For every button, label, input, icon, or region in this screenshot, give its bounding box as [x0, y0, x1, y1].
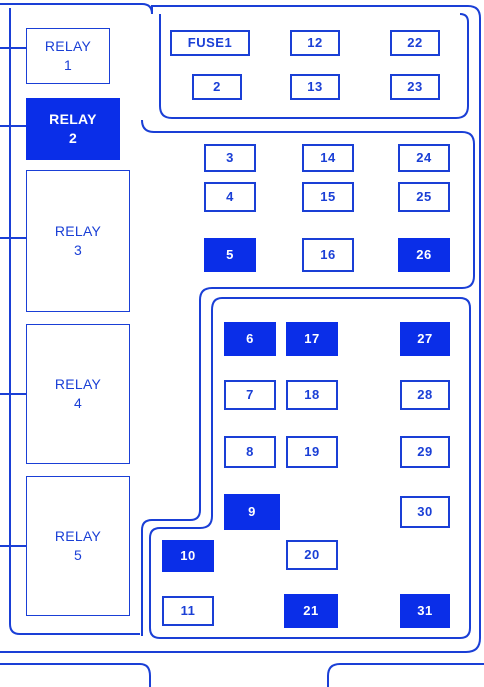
- fuse-8-label: 8: [246, 444, 254, 460]
- fuse-30: 30: [400, 496, 450, 528]
- fuse-18: 18: [286, 380, 338, 410]
- fuse-7: 7: [224, 380, 276, 410]
- fuse-13: 13: [290, 74, 340, 100]
- relay-5: RELAY 5: [26, 476, 130, 616]
- fuse-4-label: 4: [226, 189, 234, 205]
- fuse-24-label: 24: [416, 150, 432, 166]
- relay-3: RELAY 3: [26, 170, 130, 312]
- top-section-frame: [159, 13, 469, 119]
- fuse-16-label: 16: [320, 247, 336, 263]
- fuse-15-label: 15: [320, 189, 336, 205]
- fuse-14-label: 14: [320, 150, 336, 166]
- fuse-5: 5: [204, 238, 256, 272]
- bottom-connector-left: [0, 663, 151, 687]
- fuse-6: 6: [224, 322, 276, 356]
- fuse-19: 19: [286, 436, 338, 468]
- fuse-31-label: 31: [417, 603, 433, 619]
- relay-1: RELAY 1: [26, 28, 110, 84]
- housing-outer-line: [0, 3, 481, 653]
- fuse-20: 20: [286, 540, 338, 570]
- middle-section-frame: [141, 119, 475, 636]
- lower-section-frame: [149, 297, 471, 639]
- fuse-12: 12: [290, 30, 340, 56]
- fuse-15: 15: [302, 182, 354, 212]
- fuse-27-label: 27: [417, 331, 433, 347]
- fuse-21: 21: [284, 594, 338, 628]
- fuse-2: 2: [192, 74, 242, 100]
- fuse-27: 27: [400, 322, 450, 356]
- fuse-5-label: 5: [226, 247, 234, 263]
- fuse-29: 29: [400, 436, 450, 468]
- fuse-9: 9: [224, 494, 280, 530]
- fuse-14: 14: [302, 144, 354, 172]
- fuse-21-label: 21: [303, 603, 319, 619]
- fuse-31: 31: [400, 594, 450, 628]
- fuse-3-label: 3: [226, 150, 234, 166]
- bottom-connector-right: [327, 663, 484, 687]
- fuse-13-label: 13: [307, 79, 323, 95]
- relay-4: RELAY 4: [26, 324, 130, 464]
- fuse-30-label: 30: [417, 504, 433, 520]
- fuse-11: 11: [162, 596, 214, 626]
- fuse-25: 25: [398, 182, 450, 212]
- relay-1-label: RELAY 1: [44, 38, 92, 73]
- fuse-29-label: 29: [417, 444, 433, 460]
- fuse-23: 23: [390, 74, 440, 100]
- fuse-4: 4: [204, 182, 256, 212]
- fuse-26: 26: [398, 238, 450, 272]
- relay-column-frame: [9, 8, 140, 635]
- fuse-2-label: 2: [213, 79, 221, 95]
- relay-5-label: RELAY 5: [54, 528, 102, 563]
- fuse-1: FUSE1: [170, 30, 250, 56]
- fuse-26-label: 26: [416, 247, 432, 263]
- fuse-28: 28: [400, 380, 450, 410]
- fuse-23-label: 23: [407, 79, 423, 95]
- fuse-10: 10: [162, 540, 214, 572]
- relay-3-label: RELAY 3: [54, 223, 102, 258]
- fuse-28-label: 28: [417, 387, 433, 403]
- fuse-10-label: 10: [180, 548, 196, 564]
- fuse-22-label: 22: [407, 35, 423, 51]
- relay-2-label: RELAY 2: [49, 111, 97, 146]
- fuse-8: 8: [224, 436, 276, 468]
- fuse-25-label: 25: [416, 189, 432, 205]
- fuse-6-label: 6: [246, 331, 254, 347]
- relay-2: RELAY 2: [26, 98, 120, 160]
- fuse-7-label: 7: [246, 387, 254, 403]
- fuse-3: 3: [204, 144, 256, 172]
- fuse-11-label: 11: [180, 603, 196, 619]
- fuse-16: 16: [302, 238, 354, 272]
- fuse-22: 22: [390, 30, 440, 56]
- fuse-1-label: FUSE1: [187, 35, 233, 51]
- fuse-19-label: 19: [304, 444, 320, 460]
- fuse-24: 24: [398, 144, 450, 172]
- fuse-20-label: 20: [304, 547, 320, 563]
- fuse-17: 17: [286, 322, 338, 356]
- fuse-12-label: 12: [307, 35, 323, 51]
- fuse-9-label: 9: [248, 504, 256, 520]
- fuse-18-label: 18: [304, 387, 320, 403]
- relay-4-label: RELAY 4: [54, 376, 102, 411]
- fuse-17-label: 17: [304, 331, 320, 347]
